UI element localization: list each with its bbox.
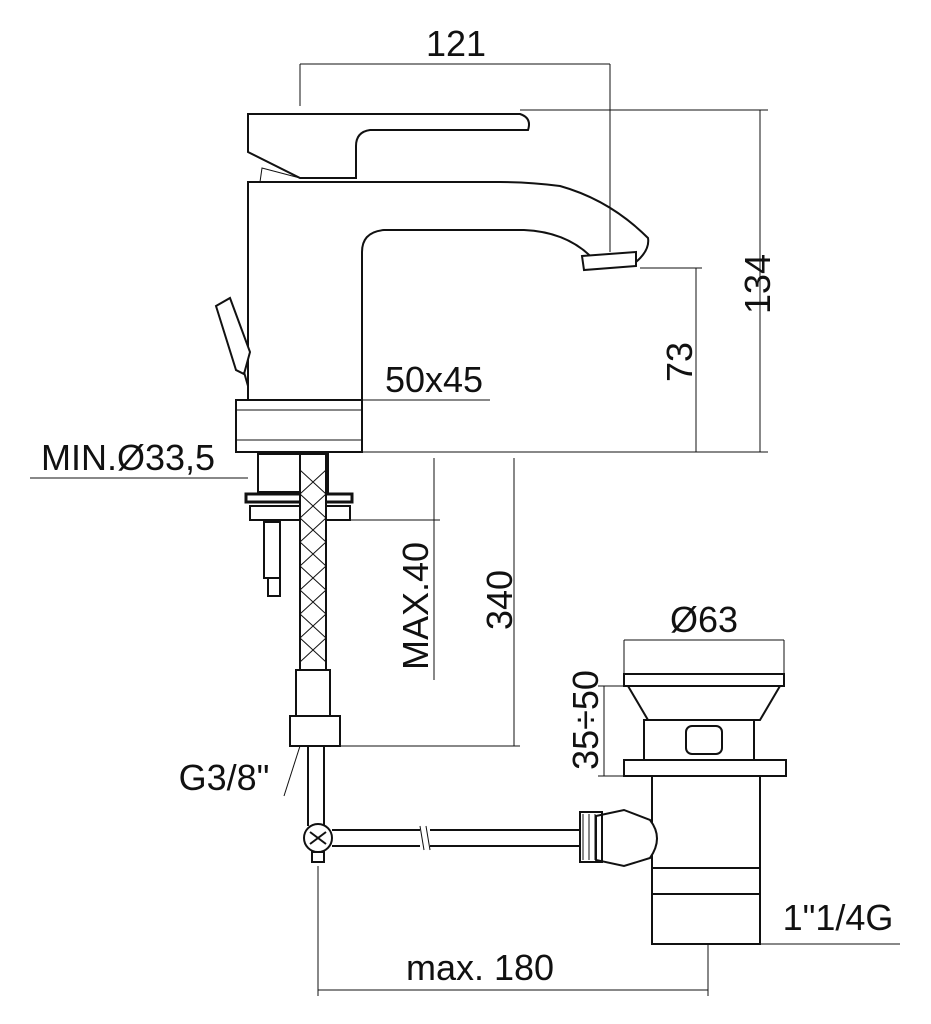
waste-drain (579, 673, 787, 945)
faucet-base (235, 399, 363, 453)
dim-hose-length: 340 (479, 570, 520, 630)
dim-total-height: 134 (737, 254, 778, 314)
dim-spout-height: 73 (659, 342, 700, 382)
dim-hole-diameter: MIN.Ø33,5 (41, 437, 215, 478)
dim-rod-length: max. 180 (406, 947, 554, 988)
dim-max-deck: MAX.40 (395, 542, 436, 670)
dim-hose-thread: G3/8" (179, 757, 270, 798)
popup-rod (303, 823, 580, 863)
dimension-lines (30, 63, 900, 996)
faucet (214, 113, 650, 453)
faucet-lever (247, 113, 530, 179)
dim-drain-diameter: Ø63 (670, 599, 738, 640)
dim-drain-range: 35÷50 (565, 670, 606, 770)
faucet-aerator (580, 250, 637, 272)
faucet-body (247, 181, 650, 401)
popup-knob (214, 296, 252, 376)
dim-drain-thread: 1"1/4G (783, 897, 894, 938)
dim-spout-reach: 121 (426, 23, 486, 64)
dim-base-size: 50x45 (385, 359, 483, 400)
fixing-assembly (244, 453, 354, 826)
